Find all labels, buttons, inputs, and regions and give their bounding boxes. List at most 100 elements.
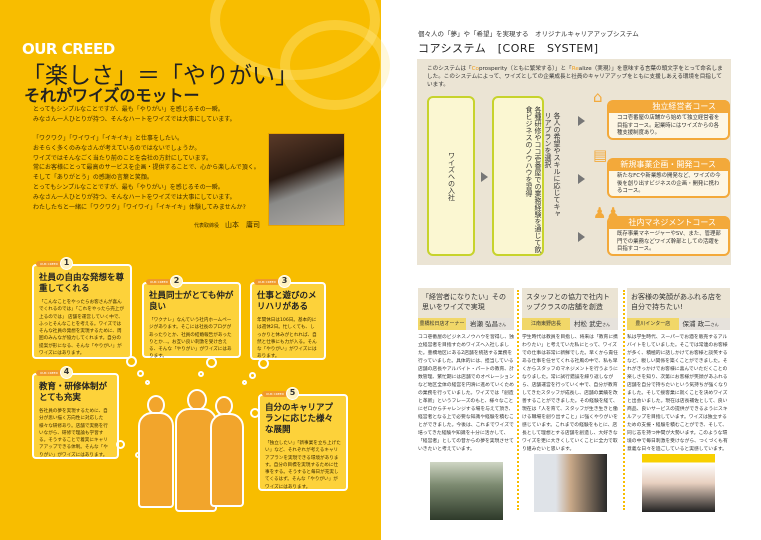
thought-dot	[206, 357, 217, 368]
bubble-tag: OUR CREED	[36, 370, 62, 376]
line: とってもシンプルなことですが、最も「やりがい」を感じるその一瞬。	[33, 106, 224, 113]
interview-3: お客様の笑顔があふれる店を自分で持ちたい! 豊川インター店保浦 政二さん 私は学…	[627, 288, 730, 512]
bubble-title: 自分のキャリアプランに応じた様々な展開	[265, 403, 334, 435]
person-name: 保浦 政二さん	[678, 318, 730, 330]
thought-dot	[126, 356, 137, 367]
bubble-text: 年間休日は106日。基本的には週休2日。忙しくても、しっかりと休みがとれれば、自…	[257, 318, 317, 360]
thought-dot	[249, 372, 256, 379]
bubble-number: 5	[286, 387, 299, 400]
headline: 「楽しさ」＝「やりがい」	[22, 63, 298, 89]
course-card-management: 社内マネジメントコース♟♟ 既存事業マネージャーやSV、また、管理部門での業務など…	[593, 206, 730, 256]
signature-name: 山本 庸司	[225, 221, 261, 229]
line: わたしたちと一緒に「ワクワク」「ワイワイ」「イキイキ」体験してみませんか?	[33, 203, 246, 211]
arrow-icon	[578, 116, 585, 126]
system-intro: このシステムは「Coprosperity（ともに繁栄する）」と「Realize（…	[427, 65, 727, 89]
dotted-divider	[623, 290, 625, 510]
bubble-tag: OUR CREED	[146, 279, 172, 285]
course-title: 社内マネジメントコース	[609, 216, 730, 229]
silhouette-person	[210, 413, 244, 507]
bubble-number: 1	[60, 257, 73, 270]
thought-dot	[145, 380, 150, 385]
line: とってもシンプルなことですが、最も「やりがい」を感じるその一瞬。	[33, 183, 224, 191]
president-photo	[268, 133, 345, 226]
system-title: コアシステム [CORE SYSTEM]	[418, 42, 599, 55]
course-text: 新たなFCや新業態の開発など、ワイズの今後を創り出すビジネスの企画・開発に携わる…	[617, 173, 721, 194]
thought-dot	[250, 408, 260, 418]
step-select-career: 各人の希望やスキルに応じてキャリアプランを選択	[544, 112, 561, 217]
intro-highlight: Co	[471, 66, 479, 72]
interview-1: 「経営者になりたい」その思いをワイズで実現 豊橋松日店オーナー岩瀬 弘昌さん コ…	[418, 288, 514, 520]
bubble-title: 社員同士がとても仲が良い	[149, 291, 234, 312]
person-name: 岩瀬 弘昌さん	[466, 318, 514, 330]
line: みなさん一人ひとりが持つ、そんなハートをワイズでは大事にしています。	[33, 193, 236, 201]
subheadline: それがワイズのモットー	[24, 86, 200, 105]
course-text: 既存事業マネージャーやSV、また、管理部門での業務などワイズ幹部としての活躍を目…	[617, 231, 721, 252]
bubble-title: 教育・研修体制がとても充実	[39, 382, 108, 403]
course-text: ココ壱番屋の店舗から始めて独立経営者を目指すコース。起業時にはワイズからの各種支…	[617, 115, 720, 136]
documents-icon: ▤	[593, 146, 608, 164]
arrow-icon	[578, 232, 585, 242]
line: そして「ありがとう」の感謝の言葉と笑顔。	[33, 174, 153, 182]
interview-heading: お客様の笑顔があふれる店を自分で持ちたい!	[627, 288, 730, 318]
intro-text: alize（実現）」を意味する言葉の頭文字をとって命名しました。このシステムによ…	[427, 66, 723, 88]
thought-dot	[137, 370, 144, 377]
intro-text: このシステムは「	[427, 66, 472, 72]
store-name: 豊橋松日店オーナー	[418, 318, 466, 330]
name-text: 保浦 政二	[682, 320, 711, 328]
system-subtitle: 個々人の「夢」や「希望」を実現する オリジナルキャリアアップシステム	[418, 30, 639, 38]
thought-dot	[242, 380, 247, 385]
name-text: 岩瀬 弘昌	[470, 320, 499, 328]
bubble-number: 2	[170, 275, 183, 288]
bubble-tag: OUR CREED	[36, 261, 62, 267]
bubble-text: 「こんなことをやったらお客さんが喜んでくれるのでは」「これをやったら売上が上るの…	[39, 300, 124, 357]
course-title: 新規事業企画・開発コース	[609, 158, 730, 171]
bubble-title: 仕事と遊びのメリハリがある	[257, 291, 317, 312]
shop-icon: ⌂	[593, 88, 603, 106]
step-join: ワイズへの入社	[427, 96, 475, 256]
thought-dot	[116, 440, 125, 449]
signature: 代表取締役山本 庸司	[194, 220, 260, 230]
bubble-number: 3	[278, 275, 291, 288]
thought-dot	[258, 358, 269, 369]
heart-decoration	[280, 20, 390, 110]
store-name: 江南東野店長	[522, 318, 570, 330]
interview-2: スタッフとの協力で社内トップクラスの店舗を創造 江南東野店長村松 武史さん 学生…	[522, 288, 618, 512]
arrow-icon	[481, 172, 488, 182]
person-photo	[642, 454, 715, 512]
bubble-number: 4	[60, 366, 73, 379]
people-icon: ♟♟	[593, 204, 620, 222]
interview-text: 私は学生時代、スーパーでお酒を販売するアルバイトをしていました。そこでは常連のお…	[627, 335, 728, 452]
message-paragraph: 「ワクワク」「ワイワイ」「イキイキ」と仕事をしたい。 おそらく多くのみなさんが考…	[33, 134, 260, 212]
honorific: さん	[602, 322, 611, 327]
silhouette-person	[138, 412, 174, 508]
line: みなさん一人ひとりが持つ、そんなハートをワイズでは大事にしています。	[33, 115, 236, 123]
bubble-tag: OUR CREED	[262, 391, 288, 397]
course-card-new-business: 新規事業企画・開発コース▤ 新たなFCや新業態の開発など、ワイズの今後を創り出すビ…	[593, 148, 730, 198]
person-photo	[533, 454, 607, 512]
person-photo	[429, 462, 503, 520]
line: 「ワクワク」「ワイワイ」「イキイキ」と仕事をしたい。	[33, 135, 184, 142]
dotted-divider	[517, 290, 519, 510]
store-name: 豊川インター店	[627, 318, 679, 330]
interview-heading: スタッフとの協力で社内トップクラスの店舗を創造	[522, 288, 618, 318]
bubble-text: 「ワクナレ」なんていう社内ホームページがあります。そこには社長のブログがあったり…	[149, 318, 232, 360]
interview-text: 学生時代は教員を目指し、将来は「教育に携わりたい」と考えていた私にとって、ワイズ…	[522, 335, 618, 452]
line: 常にお客様にとって最高のサービスを企画・提供することで、心から楽しんで頂く。	[33, 164, 260, 172]
arrow-icon	[578, 174, 585, 184]
bubble-text: 各社員の夢を実現するために、自分が思い描く方向性に対応した様々な研修あり。店舗で…	[39, 409, 108, 458]
line: おそらく多くのみなさんが考えているのではないでしょうか。	[33, 144, 201, 152]
line: ワイズではそんなごく当たり前のことを会社の方針にしています。	[33, 154, 213, 162]
honorific: さん	[498, 322, 507, 327]
thought-dot	[198, 371, 204, 377]
bubble-tag: OUR CREED	[254, 279, 280, 285]
interview-text: ココ壱番屋のビジネスノウハウを習得し、独立経営者を目指すためワイズへ入社しました…	[418, 335, 514, 452]
intro-text: prosperity（ともに繁栄する）」と「	[478, 66, 572, 72]
bubble-text: 「独立したい」「新事業を立ち上げたい」など、それぞれが考えるキャリアプランを実現…	[265, 441, 341, 490]
intro-paragraph: とってもシンプルなことですが、最も「やりがい」を感じるその一瞬。 みなさん一人ひ…	[33, 105, 236, 125]
signature-role: 代表取締役	[194, 223, 220, 229]
